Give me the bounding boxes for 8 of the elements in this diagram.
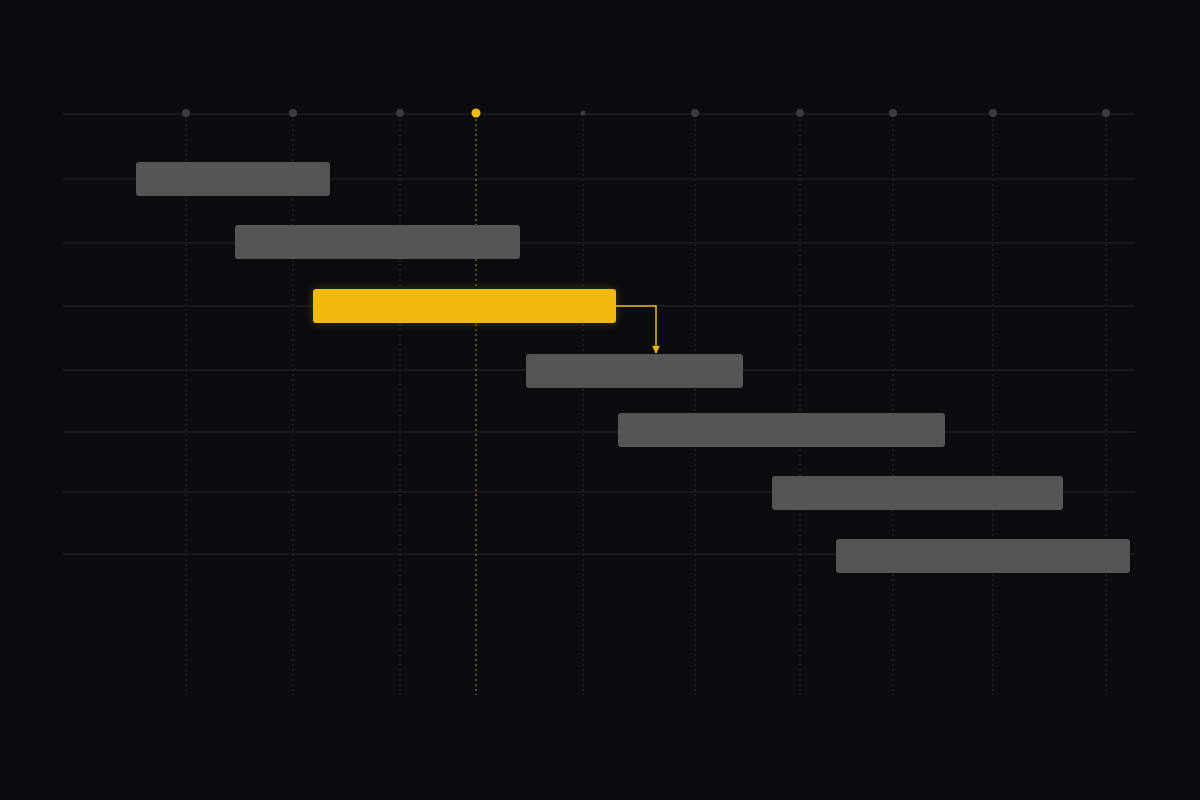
highlighted-task-bar: [313, 289, 616, 323]
task-bar: [526, 354, 743, 388]
task-bar: [235, 225, 520, 259]
task-bar: [136, 162, 330, 196]
dependency-arrow: [615, 305, 660, 354]
task-bar: [836, 539, 1130, 573]
task-bar: [618, 413, 945, 447]
task-bar: [772, 476, 1063, 510]
